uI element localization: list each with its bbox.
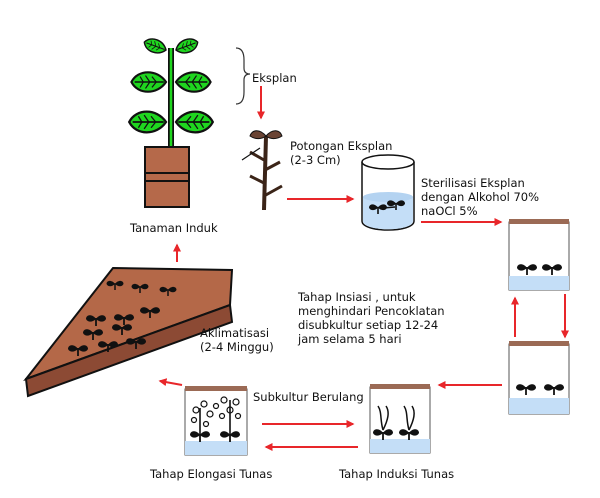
label-elongasi: Tahap Elongasi Tunas [150, 467, 273, 481]
label-insiasi-3: disubkultur setiap 12-24 [298, 318, 439, 332]
label-induksi: Tahap Induksi Tunas [339, 467, 455, 481]
culture-bottle-induksi [369, 384, 431, 454]
mother-plant [128, 35, 214, 208]
label-insiasi-1: Tahap Insiasi , untuk [298, 290, 416, 304]
label-potongan-2: (2-3 Cm) [290, 153, 341, 167]
culture-bottle-elongasi [184, 386, 248, 456]
label-aklimatisasi-1: Aklimatisasi [200, 326, 270, 340]
plant-pot [144, 146, 190, 208]
label-tanaman-induk: Tanaman Induk [130, 221, 218, 235]
explant-cutting [241, 130, 283, 211]
label-sterilisasi-1: Sterilisasi Eksplan [421, 176, 525, 190]
eksplan-brace [235, 47, 251, 105]
process-arrows [158, 86, 569, 451]
arrow-to-tray [158, 378, 183, 387]
label-sterilisasi-2: dengan Alkohol 70% [421, 190, 540, 204]
label-insiasi-2: menghindari Pencoklatan [298, 304, 445, 318]
acclimatization-tray [23, 266, 234, 398]
culture-bottle-2 [508, 341, 570, 415]
sterilization-beaker [361, 154, 415, 231]
culture-bottle-1 [508, 219, 570, 291]
label-eksplan: Eksplan [252, 71, 297, 85]
label-aklimatisasi-2: (2-4 Minggu) [200, 340, 274, 354]
label-insiasi-4: jam selama 5 hari [298, 332, 402, 346]
label-potongan-1: Potongan Eksplan [290, 139, 393, 153]
label-subkultur: Subkultur Berulang [253, 390, 364, 404]
label-sterilisasi-3: naOCl 5% [421, 204, 478, 218]
